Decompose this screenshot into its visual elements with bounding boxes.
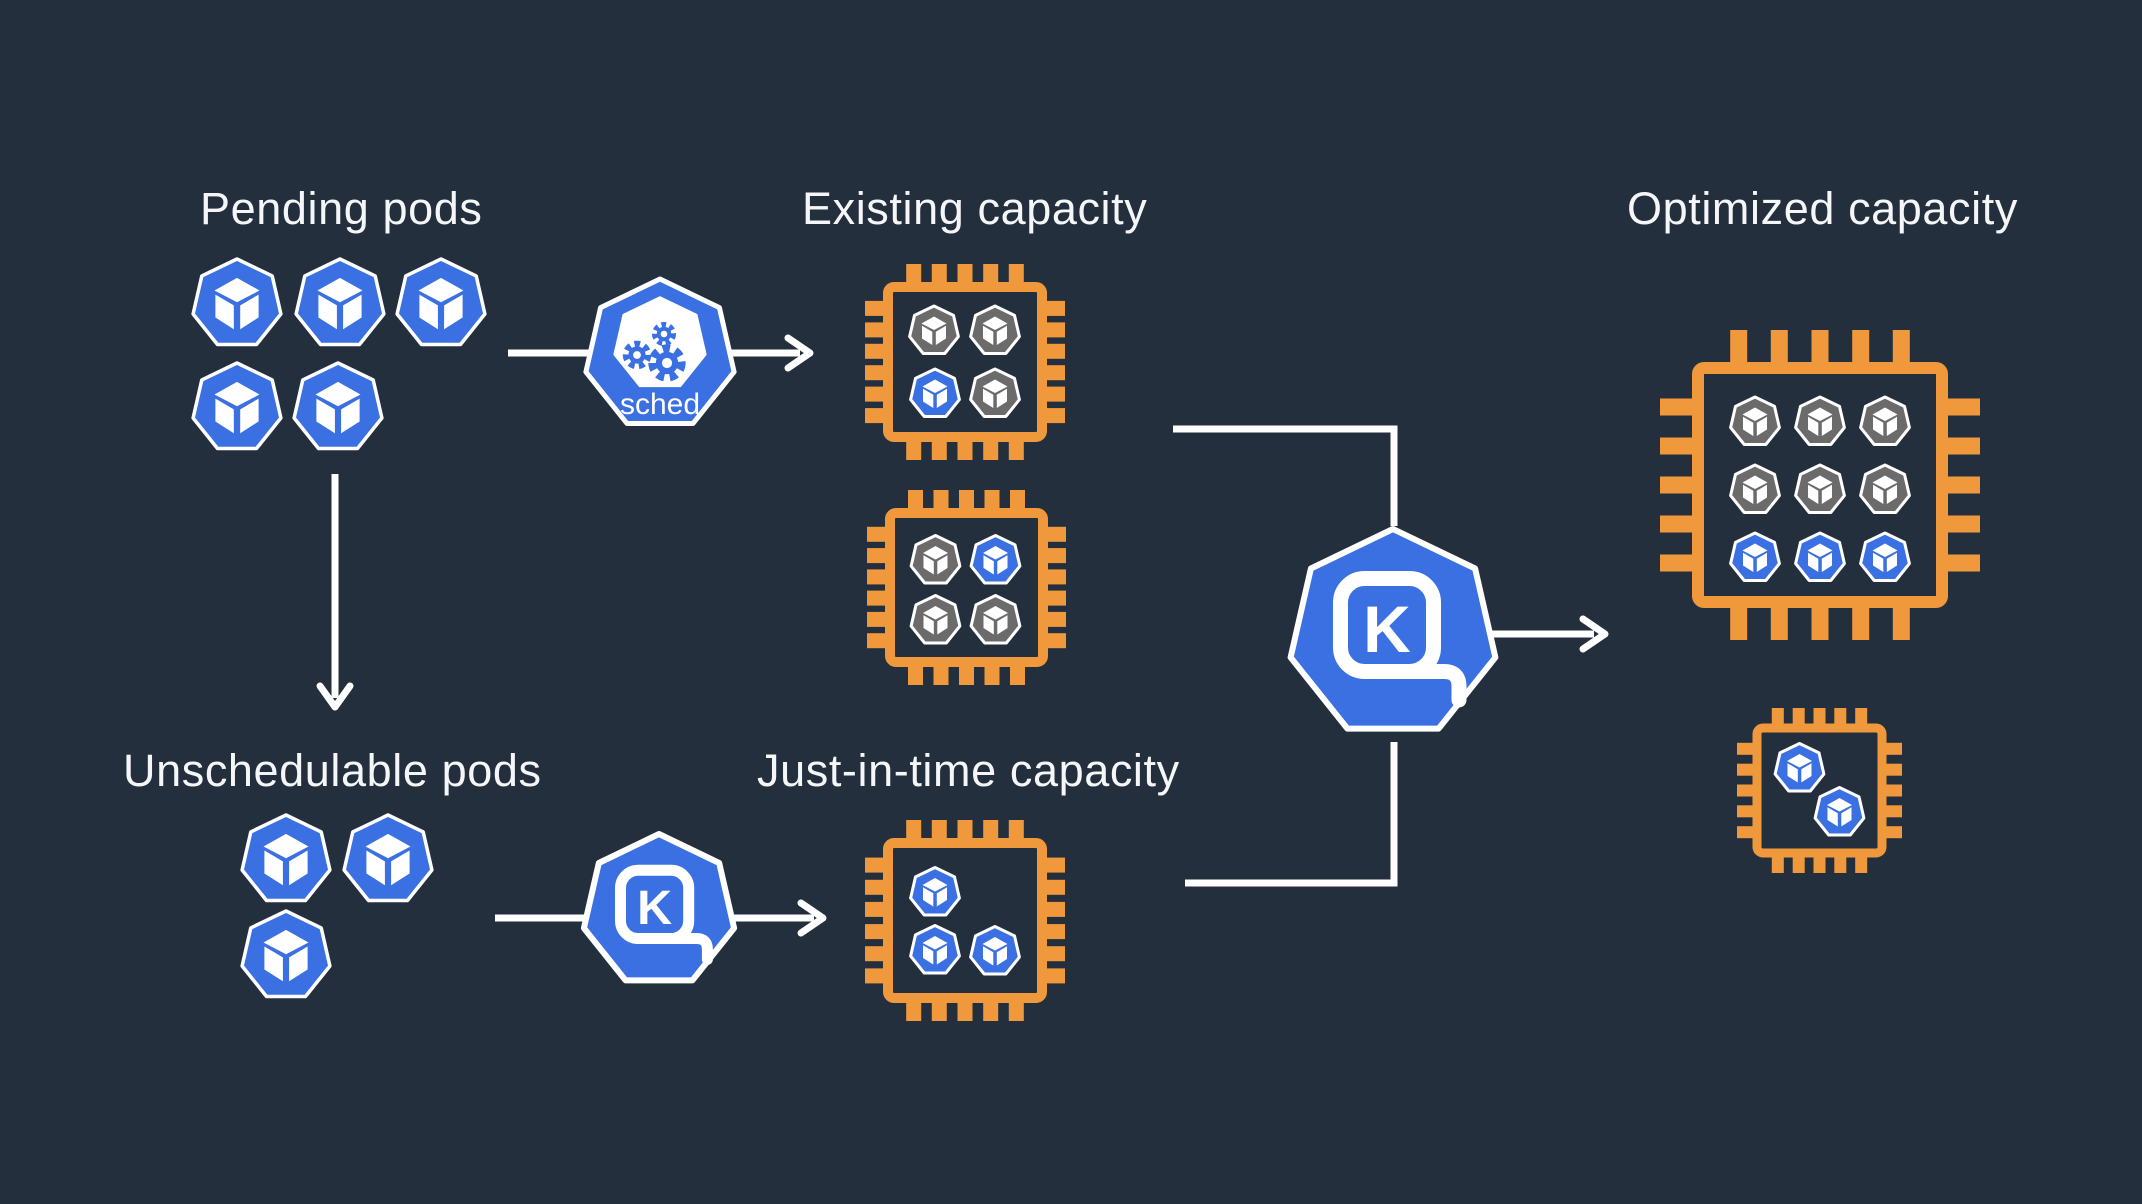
- pod-icon: [294, 257, 386, 347]
- pod-icon: [292, 361, 384, 451]
- pod-icon: [1794, 395, 1846, 446]
- gears-icon: [622, 321, 686, 382]
- pending-pods-group: [191, 257, 487, 451]
- pod-icon: [1859, 395, 1911, 446]
- pod-icon: [909, 534, 962, 585]
- chip-just-in-time: [865, 820, 1065, 1021]
- karpenter-logo: K: [614, 864, 713, 965]
- optimized-capacity-label: Optimized capacity: [1627, 183, 2018, 234]
- pod-icon: [969, 594, 1022, 645]
- pod-icon: [1729, 463, 1781, 514]
- svg-text:K: K: [1363, 592, 1411, 666]
- karpenter-logo: K: [1333, 571, 1467, 708]
- existing-capacity-label: Existing capacity: [802, 183, 1148, 234]
- pod-icon: [969, 304, 1021, 355]
- pod-icon: [1773, 742, 1826, 793]
- arrow-pending-to-scheduler-head: [784, 334, 814, 372]
- just-in-time-capacity-label: Just-in-time capacity: [757, 745, 1180, 796]
- arrow-unschedulable-to-karpenter-head: [797, 899, 827, 937]
- pending-pods-label: Pending pods: [200, 183, 483, 234]
- pod-icon: [1729, 395, 1781, 446]
- pod-icon: [909, 866, 961, 917]
- pod-icon: [240, 909, 332, 999]
- chip-existing-2: [867, 490, 1066, 685]
- chip-optimized-large: [1660, 330, 1980, 640]
- pod-icon: [1813, 786, 1866, 837]
- pod-icon: [909, 924, 961, 975]
- pod-icon: [969, 534, 1022, 585]
- pod-icon: [1794, 531, 1846, 582]
- pod-icon: [908, 304, 960, 355]
- unschedulable-pods-label: Unschedulable pods: [123, 745, 542, 796]
- pod-icon: [191, 257, 283, 347]
- unschedulable-pods-group: [240, 813, 434, 999]
- pod-icon: [969, 367, 1021, 418]
- pod-icon: [969, 925, 1021, 976]
- arrow-karpenter-to-optimized-head: [1579, 615, 1609, 653]
- pod-icon: [1729, 531, 1781, 582]
- pod-icon: [191, 361, 283, 451]
- pod-icon: [1859, 531, 1911, 582]
- pod-icon: [1794, 463, 1846, 514]
- chip-optimized-small: [1737, 708, 1902, 873]
- scheduler-label: sched: [620, 388, 700, 421]
- chip-existing-1: [865, 264, 1065, 460]
- arrow-pending-to-unschedulable-head: [316, 682, 354, 711]
- connector-jit-to-karpenter: [1185, 742, 1398, 887]
- pod-icon: [1859, 463, 1911, 514]
- pod-icon: [909, 594, 962, 645]
- pod-icon: [240, 813, 332, 903]
- pod-icon: [395, 257, 487, 347]
- pod-icon: [342, 813, 434, 903]
- karpenter-icon-small: K: [580, 831, 738, 984]
- karpenter-icon-large: K: [1287, 526, 1499, 732]
- connector-existing-to-karpenter: [1173, 425, 1398, 526]
- pod-icon: [909, 367, 961, 418]
- kube-scheduler-icon: sched: [583, 276, 737, 426]
- svg-text:K: K: [637, 881, 672, 935]
